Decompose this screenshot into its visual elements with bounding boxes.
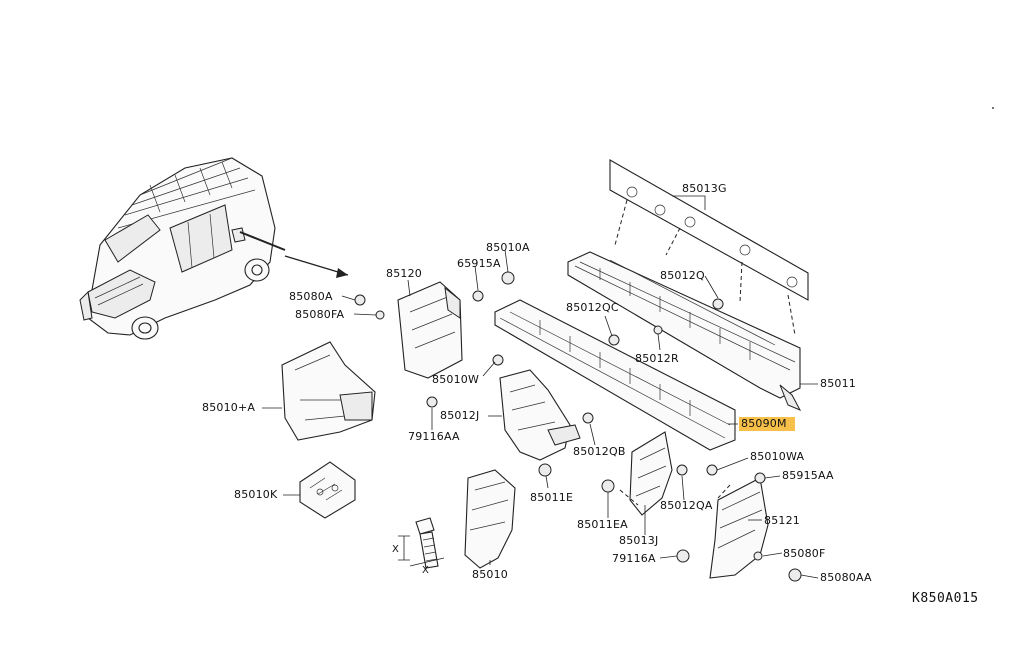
label-85080FA: 85080FA: [295, 308, 345, 321]
label-85010plusA: 85010+A: [202, 401, 256, 414]
dimension-x-vertical: X: [392, 544, 400, 555]
label-85013J: 85013J: [619, 534, 659, 547]
part-85012J-bracket: [499, 369, 581, 461]
part-85011-step: [567, 251, 802, 411]
label-85012QC: 85012QC: [566, 301, 619, 314]
part-85010-lower-trim: [464, 469, 516, 569]
label-85915AA: 85915AA: [782, 469, 834, 482]
label-79116AA: 79116AA: [408, 430, 460, 443]
fasteners: [354, 271, 802, 582]
label-85121: 85121: [764, 514, 800, 527]
part-85013G-strip: [609, 159, 809, 336]
part-85121-right-corner: [709, 477, 769, 579]
label-85010A: 85010A: [486, 241, 530, 254]
label-85011: 85011: [820, 377, 856, 390]
label-85012R: 85012R: [635, 352, 679, 365]
dimension-x-horizontal: X: [422, 565, 430, 576]
label-85012QB: 85012QB: [573, 445, 626, 458]
label-85080F: 85080F: [783, 547, 826, 560]
label-85013G: 85013G: [682, 182, 727, 195]
van-illustration: [79, 157, 349, 340]
label-85090M-highlighted: 85090M: [739, 417, 795, 431]
part-85010K-kit: [299, 461, 356, 519]
part-85090M-beam: [494, 299, 736, 451]
label-85010: 85010: [472, 568, 508, 581]
label-85080A: 85080A: [289, 290, 333, 303]
leader-lines: [262, 195, 819, 579]
part-85120-left-bracket: [397, 281, 463, 379]
label-85012QA: 85012QA: [660, 499, 713, 512]
label-85011EA: 85011EA: [577, 518, 628, 531]
diagram-code: K850A015: [912, 591, 979, 606]
label-65915A: 65915A: [457, 257, 501, 270]
label-85010K: 85010K: [234, 488, 278, 501]
bolt-illustration: [398, 517, 445, 569]
label-79116A: 79116A: [612, 552, 656, 565]
label-85080AA: 85080AA: [820, 571, 872, 584]
label-85012J: 85012J: [440, 409, 480, 422]
part-85010plusA-left-end: [281, 341, 376, 441]
label-85010WA: 85010WA: [750, 450, 805, 463]
label-85120: 85120: [386, 267, 422, 280]
label-85011E: 85011E: [530, 491, 574, 504]
label-85010W: 85010W: [432, 373, 480, 386]
part-85013J-bracket: [629, 431, 673, 516]
label-85012Q: 85012Q: [660, 269, 705, 282]
